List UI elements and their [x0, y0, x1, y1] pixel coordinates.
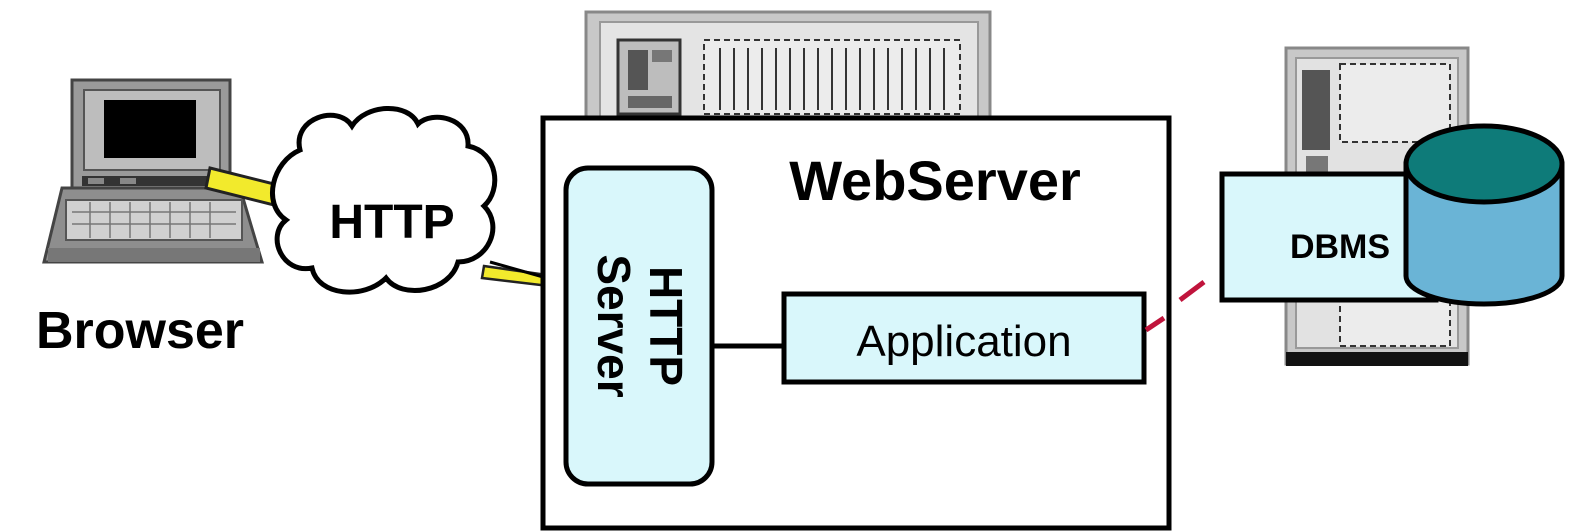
application-box: [781, 291, 1147, 385]
browser-label: Browser: [36, 302, 244, 360]
http-server-label-line1: HTTP: [640, 266, 692, 386]
http-server-label-line2: Server: [588, 254, 640, 397]
dbms-label: DBMS: [1290, 228, 1390, 266]
http-server-box: [563, 165, 715, 487]
computer-terminal-icon: [42, 78, 265, 264]
application-label: Application: [856, 317, 1071, 366]
server-tower-icon: [584, 10, 992, 124]
webserver-title: WebServer: [789, 149, 1081, 212]
application-dbms-link: [1144, 280, 1206, 333]
http-cloud-label: HTTP: [329, 196, 454, 249]
database-cylinder-icon: [1403, 123, 1565, 307]
cloud-icon: [270, 106, 498, 295]
